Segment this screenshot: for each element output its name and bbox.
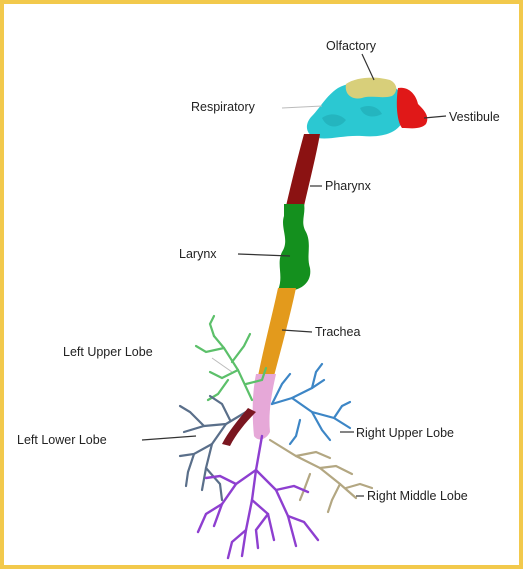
label-respiratory: Respiratory [191, 100, 256, 114]
carina [253, 374, 276, 439]
pharynx [286, 134, 320, 206]
label-trachea: Trachea [315, 325, 360, 339]
label-vestibule: Vestibule [449, 110, 500, 124]
right-upper-lobe [272, 364, 350, 444]
label-larynx: Larynx [179, 247, 217, 261]
larynx [278, 204, 310, 290]
olfactory-region [346, 78, 397, 99]
trachea [258, 288, 296, 376]
label-pharynx: Pharynx [325, 179, 372, 193]
nasal-cavity [307, 78, 427, 139]
label-left-upper-lobe: Left Upper Lobe [63, 345, 153, 359]
label-right-upper-lobe: Right Upper Lobe [356, 426, 454, 440]
label-olfactory: Olfactory [326, 39, 377, 53]
vestibule-region [397, 88, 427, 129]
label-right-middle-lobe: Right Middle Lobe [367, 489, 468, 503]
label-left-lower-lobe: Left Lower Lobe [17, 433, 107, 447]
right-middle-lobe [270, 440, 372, 512]
